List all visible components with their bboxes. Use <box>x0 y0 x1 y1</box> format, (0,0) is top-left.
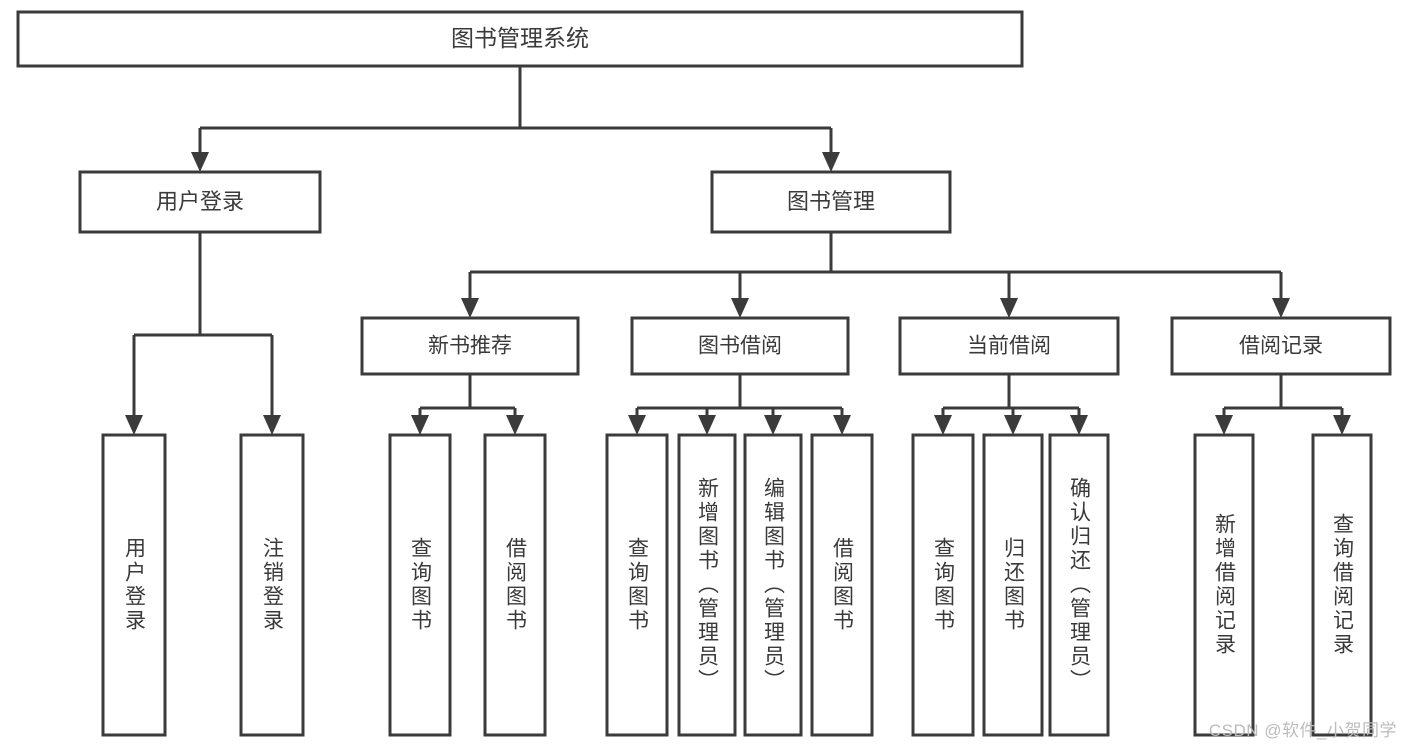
node-box-leaf-add-borrow-record[interactable] <box>1193 433 1255 737</box>
arrow-head-icon-leaf-add-book-admin <box>698 415 716 435</box>
arrow-head-icon-leaf-borrow-book-2 <box>833 415 851 435</box>
node-label-root: 图书管理系统 <box>451 25 589 51</box>
node-label-current-borrow: 当前借阅 <box>967 335 1051 358</box>
node-box-leaf-logout-login[interactable] <box>239 433 305 737</box>
node-label-book-manage: 图书管理 <box>787 189 875 214</box>
node-box-book-manage[interactable] <box>710 170 952 234</box>
node-box-leaf-borrow-book-1[interactable] <box>483 433 547 737</box>
arrow-head-icon-leaf-edit-book-admin <box>764 415 782 435</box>
arrow-head-icon-leaf-logout-login <box>263 415 281 435</box>
arrow-head-icon-leaf-confirm-return-admin <box>1070 415 1088 435</box>
arrow-head-icon-current-borrow <box>1000 298 1018 318</box>
arrow-head-icon-book-manage <box>822 152 840 172</box>
arrow-head-icon-leaf-borrow-book-1 <box>506 415 524 435</box>
connectors-layer <box>125 66 1351 435</box>
node-label-user-login: 用户登录 <box>156 189 244 214</box>
node-label-new-book-recommend: 新书推荐 <box>428 335 512 358</box>
node-box-leaf-query-borrow-record[interactable] <box>1311 433 1373 737</box>
node-label-borrow-record: 借阅记录 <box>1239 335 1323 358</box>
node-box-leaf-query-book-2[interactable] <box>605 433 669 737</box>
node-box-current-borrow[interactable] <box>898 316 1120 376</box>
arrow-head-icon-book-borrow <box>731 298 749 318</box>
arrow-head-icon-leaf-return-book <box>1004 415 1022 435</box>
node-box-book-borrow[interactable] <box>630 316 850 376</box>
arrow-head-icon-leaf-query-book-3 <box>934 415 952 435</box>
node-box-leaf-user-login[interactable] <box>101 433 167 737</box>
arrow-head-icon-borrow-record <box>1272 298 1290 318</box>
node-box-leaf-confirm-return-admin[interactable] <box>1048 433 1110 737</box>
boxes-layer <box>16 10 1392 737</box>
arrow-head-icon-leaf-user-login <box>125 415 143 435</box>
node-label-book-borrow: 图书借阅 <box>698 335 782 358</box>
node-box-new-book-recommend[interactable] <box>360 316 580 376</box>
arrow-head-icon-user-login <box>191 152 209 172</box>
node-box-leaf-borrow-book-2[interactable] <box>810 433 874 737</box>
node-box-leaf-query-book-3[interactable] <box>911 433 975 737</box>
node-box-leaf-query-book-1[interactable] <box>388 433 452 737</box>
arrow-head-icon-leaf-query-book-1 <box>411 415 429 435</box>
node-box-leaf-return-book[interactable] <box>982 433 1044 737</box>
arrow-head-icon-new-book-recommend <box>461 298 479 318</box>
node-box-leaf-edit-book-admin[interactable] <box>743 433 803 737</box>
arrow-head-icon-leaf-query-borrow-record <box>1333 415 1351 435</box>
arrow-head-icon-leaf-add-borrow-record <box>1215 415 1233 435</box>
node-box-leaf-add-book-admin[interactable] <box>677 433 737 737</box>
node-box-root[interactable] <box>16 10 1024 68</box>
node-box-borrow-record[interactable] <box>1170 316 1392 376</box>
arrow-head-icon-leaf-query-book-2 <box>628 415 646 435</box>
node-box-user-login[interactable] <box>78 170 322 234</box>
